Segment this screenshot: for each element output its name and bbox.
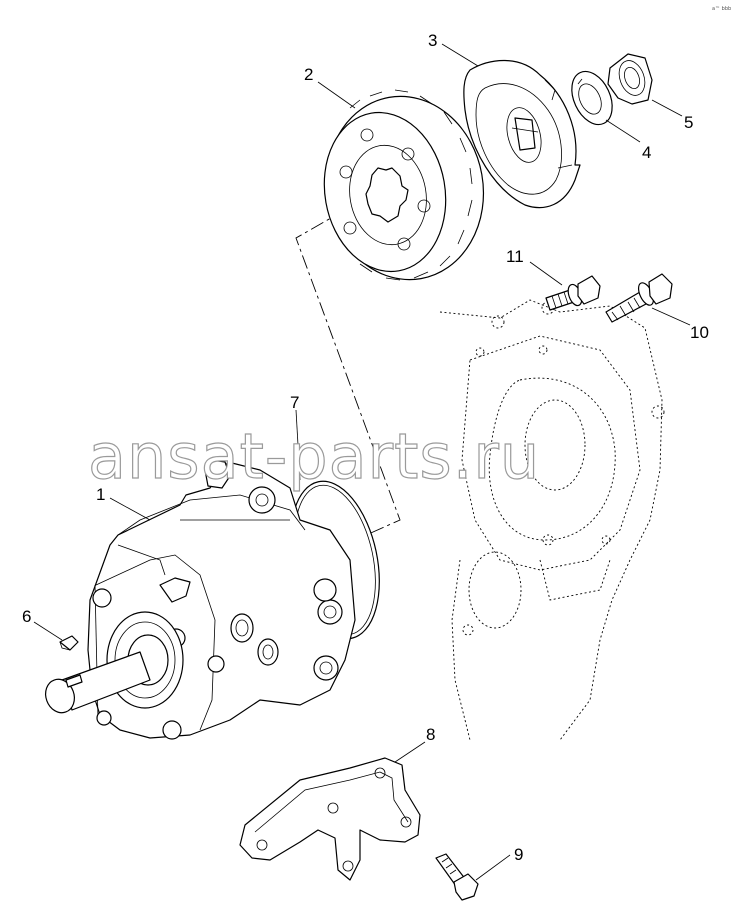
callout-1: 1	[96, 485, 105, 504]
callout-4: 4	[642, 143, 651, 162]
mounting-bracket	[239, 757, 421, 881]
watermark-text: ansat-parts.ru	[88, 420, 540, 493]
callout-labels: 3 2 4 5 1 6 7 8 9 10 11	[22, 31, 709, 864]
woodruff-key	[59, 635, 79, 651]
callout-6: 6	[22, 607, 31, 626]
drive-gear	[323, 89, 485, 281]
cover-plate	[463, 59, 581, 209]
callout-2: 2	[304, 65, 313, 84]
bolt-long	[605, 273, 673, 323]
assembly-centerline	[295, 209, 401, 541]
callout-11: 11	[506, 247, 524, 266]
callout-3: 3	[428, 31, 437, 50]
nut	[607, 53, 653, 105]
callout-5: 5	[684, 113, 693, 132]
pump-body	[45, 459, 356, 740]
callout-8: 8	[426, 725, 435, 744]
corner-mark: a™ bbb	[712, 6, 731, 12]
callout-7: 7	[290, 393, 299, 412]
callout-9: 9	[514, 845, 523, 864]
lock-washer	[571, 70, 613, 126]
bolt-short	[545, 275, 601, 311]
leader-lines	[33, 43, 691, 881]
engine-housing-outline	[439, 299, 665, 741]
callout-10: 10	[690, 323, 709, 342]
bracket-bolt	[435, 853, 479, 901]
